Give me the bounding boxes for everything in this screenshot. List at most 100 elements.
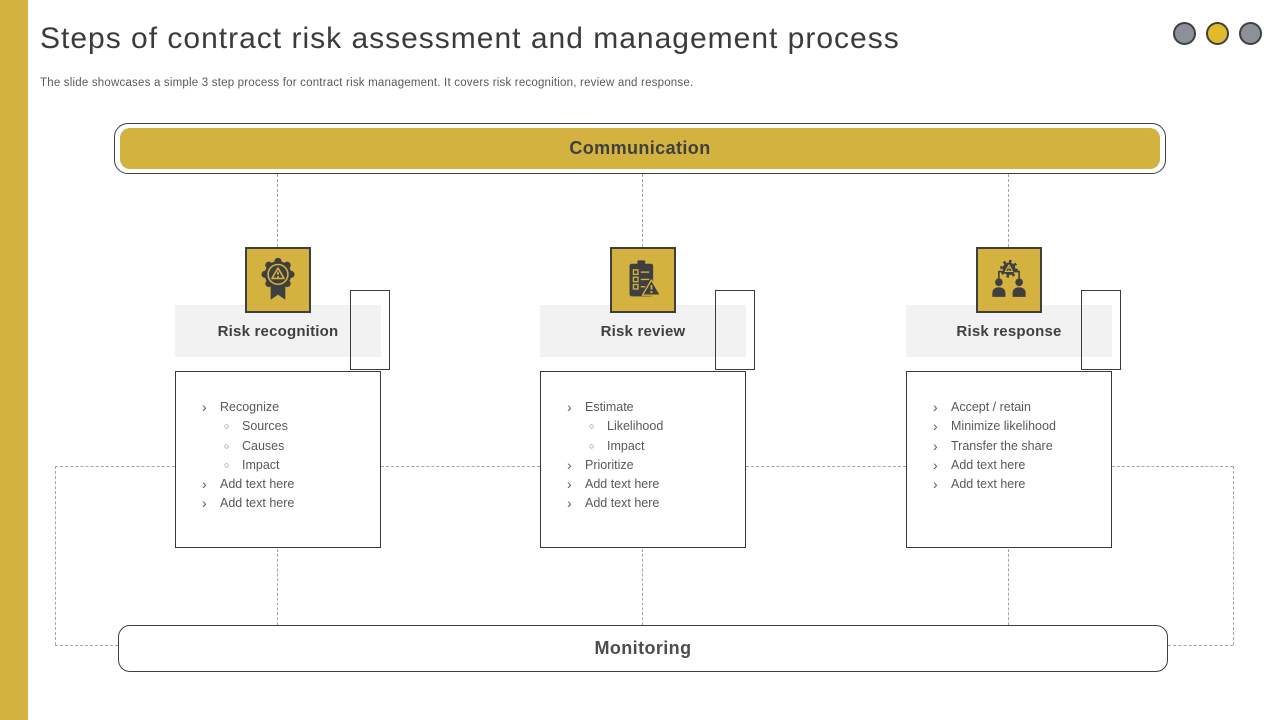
bullet-text: Impact [607, 438, 645, 453]
team-gear-warning-icon [992, 259, 1026, 297]
slide-nav-dots [1173, 22, 1262, 45]
icon-tile [245, 247, 311, 313]
communication-banner: Communication [114, 123, 1166, 174]
sub-bullet-item: ○ Impact [541, 437, 745, 456]
column-title: Risk response [956, 322, 1062, 340]
column-content-box: › Recognize ○ Sources ○ Causes ○ Impact › Add tex… [175, 371, 381, 548]
bullet-text: Add text here [951, 457, 1026, 472]
column-header-band: Risk response [906, 305, 1112, 357]
circle-bullet-icon: ○ [589, 421, 595, 432]
bullet-text: Add text here [951, 477, 1026, 492]
dashed-connector [381, 466, 540, 467]
bullet-text: Estimate [585, 400, 634, 414]
dashed-connector [55, 466, 56, 645]
chevron-bullet-icon: › [567, 495, 572, 512]
circle-bullet-icon: ○ [224, 440, 230, 451]
sub-bullet-item: ○ Sources [176, 417, 380, 436]
bullet-text: Accept / retain [951, 400, 1031, 414]
award-warning-icon [261, 257, 295, 300]
bullet-item: › Prioritize [541, 456, 745, 475]
column-header-band: Risk review [540, 305, 746, 357]
monitoring-banner-label: Monitoring [594, 638, 692, 658]
column-title: Risk recognition [217, 322, 339, 340]
slide-nav-dot-gray [1173, 22, 1196, 45]
chevron-bullet-icon: › [202, 399, 207, 415]
chevron-bullet-icon: › [933, 399, 938, 415]
icon-tile [976, 247, 1042, 313]
connector-box-to-monitoring [642, 549, 643, 625]
corner-accent-rect [1081, 290, 1121, 370]
bullet-item: › Accept / retain [907, 398, 1111, 417]
bullet-text: Transfer the share [951, 438, 1053, 453]
left-accent-bar [0, 0, 28, 720]
slide-nav-dot-gray [1239, 22, 1262, 45]
chevron-bullet-icon: › [202, 476, 207, 493]
bullet-item: › Add text here [541, 494, 745, 513]
bullet-item: › Add text here [907, 456, 1111, 475]
checklist-warning-icon [629, 260, 662, 297]
column-content-box: › Accept / retain › Minimize likelihood › Tra… [906, 371, 1112, 548]
connector-box-to-monitoring [1008, 549, 1009, 625]
bullet-item: › Add text here [176, 494, 380, 513]
circle-bullet-icon: ○ [589, 440, 595, 451]
bullet-text: Add text here [220, 496, 295, 511]
bullet-item: › Minimize likelihood [907, 417, 1111, 436]
dashed-connector [1233, 466, 1234, 645]
chevron-bullet-icon: › [567, 456, 572, 473]
sub-bullet-item: ○ Impact [176, 456, 380, 475]
sub-bullet-item: ○ Causes [176, 437, 380, 456]
bullet-item: › Estimate [541, 398, 745, 417]
page-title: Steps of contract risk assessment and ma… [40, 22, 900, 55]
bullet-text: Sources [242, 419, 288, 434]
corner-accent-rect [715, 290, 755, 370]
bullet-text: Minimize likelihood [951, 419, 1056, 434]
bullet-item: › Transfer the share [907, 437, 1111, 456]
chevron-bullet-icon: › [933, 418, 938, 435]
corner-accent-rect [350, 290, 390, 370]
icon-tile [610, 247, 676, 313]
sub-bullet-item: ○ Likelihood [541, 417, 745, 436]
bullet-text: Add text here [220, 477, 295, 492]
chevron-bullet-icon: › [567, 399, 572, 415]
dashed-connector [55, 645, 118, 646]
connector-banner-to-icon [1008, 174, 1009, 247]
dashed-connector [1112, 466, 1233, 467]
connector-box-to-monitoring [277, 549, 278, 625]
circle-bullet-icon: ○ [224, 459, 230, 470]
bullet-text: Causes [242, 438, 285, 453]
chevron-bullet-icon: › [567, 476, 572, 493]
chevron-bullet-icon: › [202, 495, 207, 512]
bullet-item: › Add text here [907, 475, 1111, 494]
chevron-bullet-icon: › [933, 437, 938, 454]
bullet-item: › Add text here [541, 475, 745, 494]
bullet-text: Impact [242, 457, 280, 472]
bullet-text: Add text here [585, 496, 660, 511]
page-subtitle: The slide showcases a simple 3 step proc… [40, 77, 694, 89]
dashed-connector [55, 466, 175, 467]
bullet-text: Add text here [585, 477, 660, 492]
bullet-list: › Accept / retain › Minimize likelihood › Tra… [907, 398, 1111, 494]
bullet-text: Likelihood [607, 419, 664, 434]
bullet-item: › Recognize [176, 398, 380, 417]
process-column: Risk recognition › Recognize ○ Sources ○ Caus… [175, 0, 390, 720]
bullet-text: Recognize [220, 400, 280, 414]
bullet-item: › Add text here [176, 475, 380, 494]
column-content-box: › Estimate ○ Likelihood ○ Impact › Prioritize › A… [540, 371, 746, 548]
dashed-connector [1168, 645, 1233, 646]
slide-nav-dot-yellow [1206, 22, 1229, 45]
column-title: Risk review [600, 322, 686, 340]
monitoring-banner: Monitoring [118, 625, 1168, 672]
chevron-bullet-icon: › [933, 456, 938, 473]
bullet-list: › Estimate ○ Likelihood ○ Impact › Prioritize › A… [541, 398, 745, 514]
connector-banner-to-icon [277, 174, 278, 247]
connector-banner-to-icon [642, 174, 643, 247]
bullet-list: › Recognize ○ Sources ○ Causes ○ Impact › Add tex… [176, 398, 380, 514]
bullet-text: Prioritize [585, 457, 634, 472]
column-header-band: Risk recognition [175, 305, 381, 357]
process-column: Risk review ›Estimate○Likelihood○Impact›… [540, 0, 755, 720]
chevron-bullet-icon: › [933, 476, 938, 493]
circle-bullet-icon: ○ [224, 421, 230, 432]
dashed-connector [746, 466, 906, 467]
communication-banner-label: Communication [120, 128, 1160, 169]
